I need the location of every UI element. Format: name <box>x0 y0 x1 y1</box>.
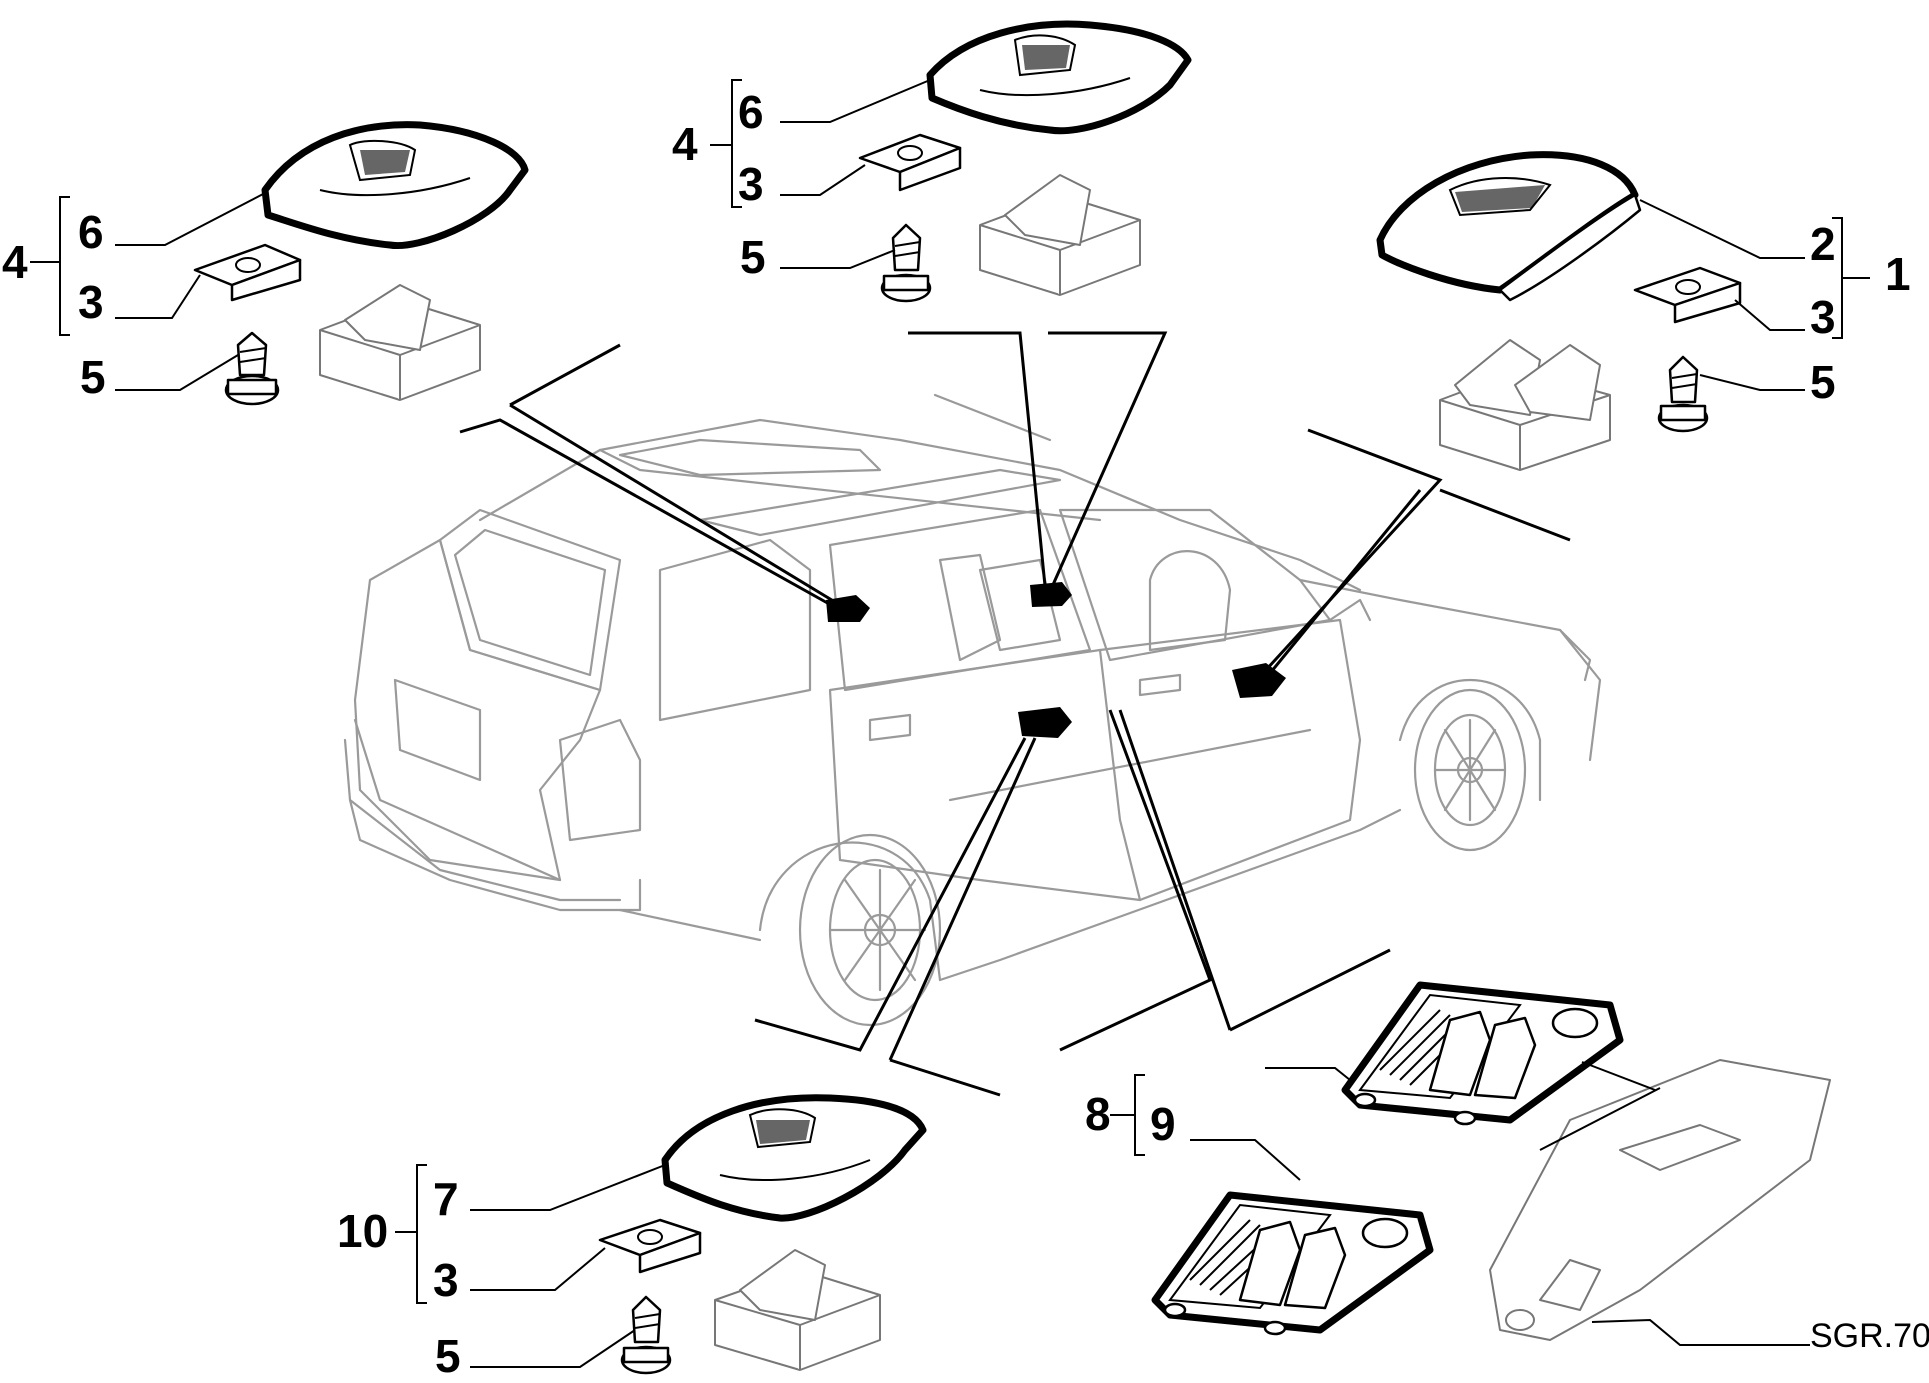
label-6-top-left: 6 <box>78 206 104 258</box>
assembly-bottom-left: 10 7 3 5 <box>337 1094 927 1382</box>
console-panel-9 <box>1151 1191 1434 1336</box>
label-3-top-center: 3 <box>738 158 764 210</box>
label-group-1-top-right: 1 <box>1885 248 1911 300</box>
console-panel-8 <box>1341 981 1624 1126</box>
callout-leaders <box>459 331 1571 1097</box>
label-5-top-center: 5 <box>740 231 766 283</box>
label-3-bottom-left: 3 <box>433 1254 459 1306</box>
label-3-top-left: 3 <box>78 276 104 328</box>
switch-markers <box>826 582 1286 738</box>
center-console <box>1489 1059 1831 1341</box>
switch-cover-6-top-center <box>926 20 1192 135</box>
label-5-bottom-left: 5 <box>435 1330 461 1382</box>
label-7-bottom-left: 7 <box>433 1173 459 1225</box>
screw-5-bottom-left <box>620 1295 672 1375</box>
label-group-8-bottom-right: 8 <box>1085 1088 1111 1140</box>
label-group-4-top-center: 4 <box>672 118 698 170</box>
assembly-top-center: 4 6 3 5 <box>672 20 1192 303</box>
switch-cover-7-bottom-left <box>661 1094 927 1222</box>
label-9-bottom-right: 9 <box>1150 1098 1176 1150</box>
car-illustration <box>343 393 1602 1027</box>
drawing-code: SGR.70504 <box>1810 1317 1929 1355</box>
switch-block-top-center <box>979 174 1141 296</box>
label-2-top-right: 2 <box>1810 218 1836 270</box>
label-5-top-right: 5 <box>1810 356 1836 408</box>
label-5-top-left: 5 <box>80 351 106 403</box>
label-6-top-center: 6 <box>738 86 764 138</box>
screw-5-top-center <box>880 223 932 303</box>
switch-block-top-right <box>1439 339 1611 471</box>
switch-block-bottom-left <box>714 1249 881 1371</box>
assembly-top-left: 4 6 3 5 <box>2 121 529 406</box>
switch-cover-6-top-left <box>261 121 529 250</box>
assembly-bottom-right: 8 9 <box>1085 981 1831 1346</box>
label-group-10-bottom-left: 10 <box>337 1205 388 1257</box>
assembly-top-right: 1 2 3 5 <box>1376 151 1911 471</box>
screw-5-top-right <box>1657 355 1709 433</box>
label-3-top-right: 3 <box>1810 291 1836 343</box>
label-group-4-top-left: 4 <box>2 236 28 288</box>
screw-5-top-left <box>224 331 280 406</box>
switch-block-top-left <box>319 284 481 401</box>
